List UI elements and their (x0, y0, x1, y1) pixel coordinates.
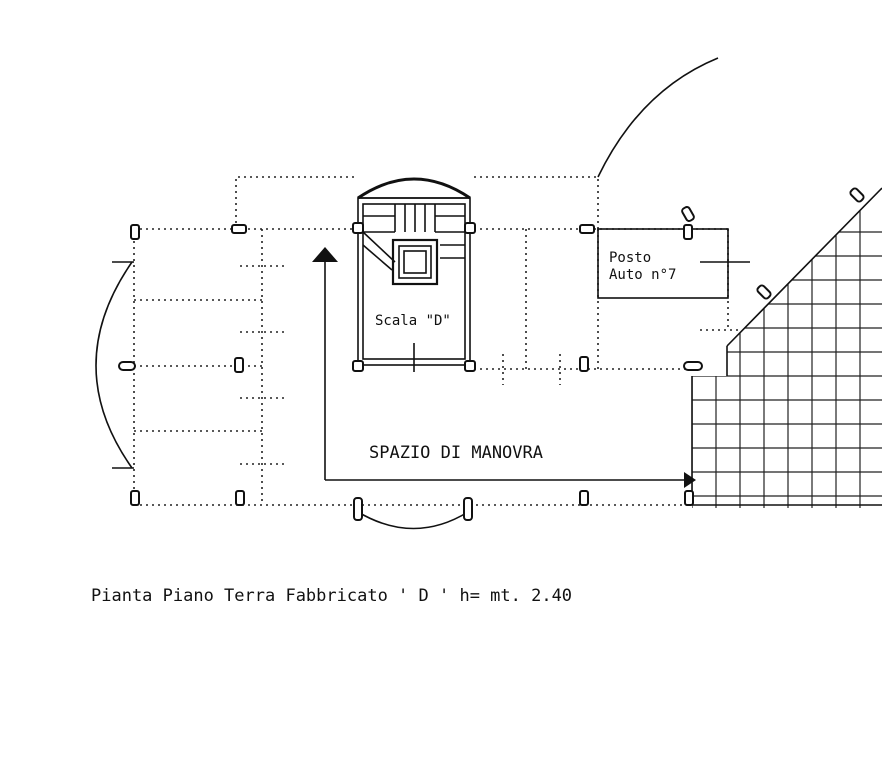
maneuver-area-label: SPAZIO DI MANOVRA (369, 443, 543, 463)
circulation-arrow (312, 247, 696, 488)
stairwell (352, 177, 476, 372)
parking-label-line1: Posto (609, 250, 651, 266)
stair-label: Scala "D" (375, 313, 451, 329)
columns (118, 206, 703, 506)
plan-caption: Pianta Piano Terra Fabbricato ' D ' h= m… (91, 586, 572, 606)
curved-facade (95, 261, 134, 469)
entrance-arc (353, 497, 473, 530)
parking-label-line2: Auto n°7 (609, 267, 676, 283)
garden-arc (597, 57, 719, 178)
parking-space-7 (597, 228, 750, 299)
